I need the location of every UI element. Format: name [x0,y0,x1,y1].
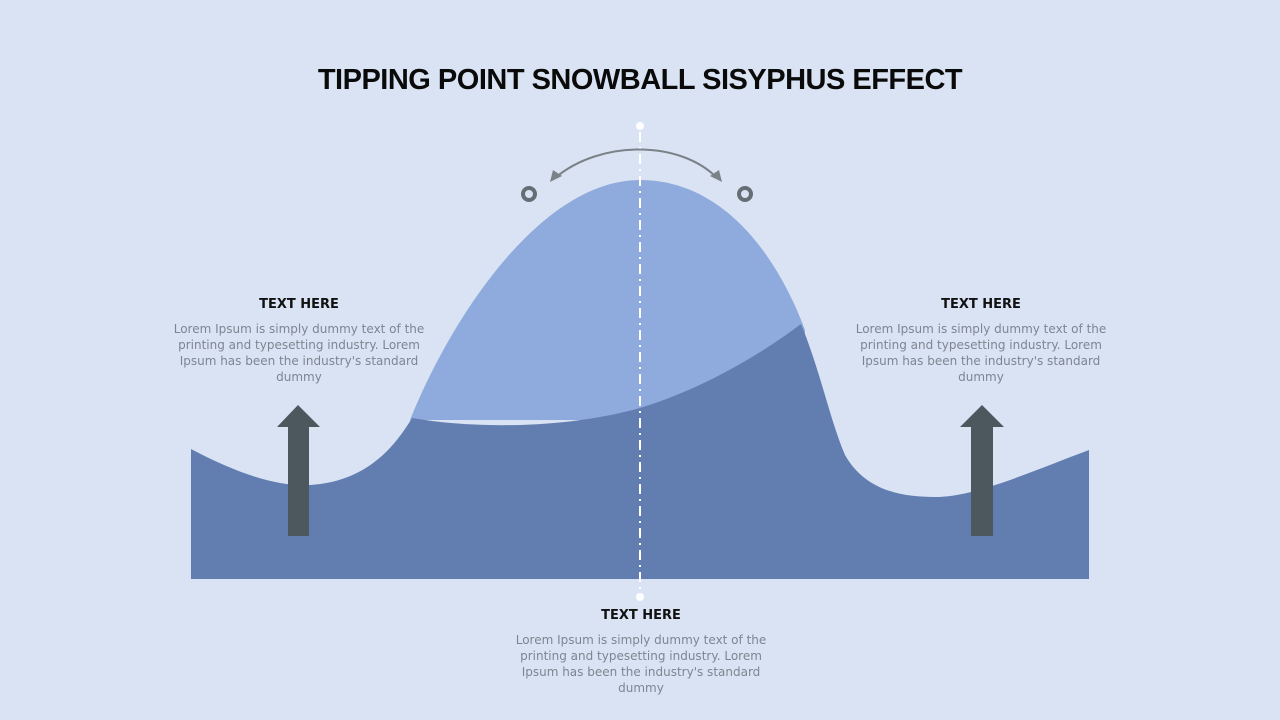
left-ring-icon [521,186,537,202]
right-text-block: TEXT HERE Lorem Ipsum is simply dummy te… [851,297,1111,385]
left-arrow-up-icon [277,405,320,536]
double-headed-curved-arrow-icon [550,148,722,182]
left-body: Lorem Ipsum is simply dummy text of the … [173,322,425,384]
right-arrow-up-icon [960,405,1004,536]
page-title: TIPPING POINT SNOWBALL SISYPHUS EFFECT [317,64,963,96]
divider-top-cap [636,122,644,130]
right-ring-icon [737,186,753,202]
hill-light-shape [410,180,805,420]
bottom-heading: TEXT HERE [601,608,681,623]
divider-bottom-cap [636,593,644,601]
bottom-text-block: TEXT HERE Lorem Ipsum is simply dummy te… [511,608,771,696]
right-heading: TEXT HERE [941,297,1021,312]
left-heading: TEXT HERE [259,297,339,312]
left-text-block: TEXT HERE Lorem Ipsum is simply dummy te… [169,297,429,385]
right-body: Lorem Ipsum is simply dummy text of the … [855,322,1107,384]
bottom-body: Lorem Ipsum is simply dummy text of the … [515,633,767,695]
hill-dark-shape [191,324,1089,579]
